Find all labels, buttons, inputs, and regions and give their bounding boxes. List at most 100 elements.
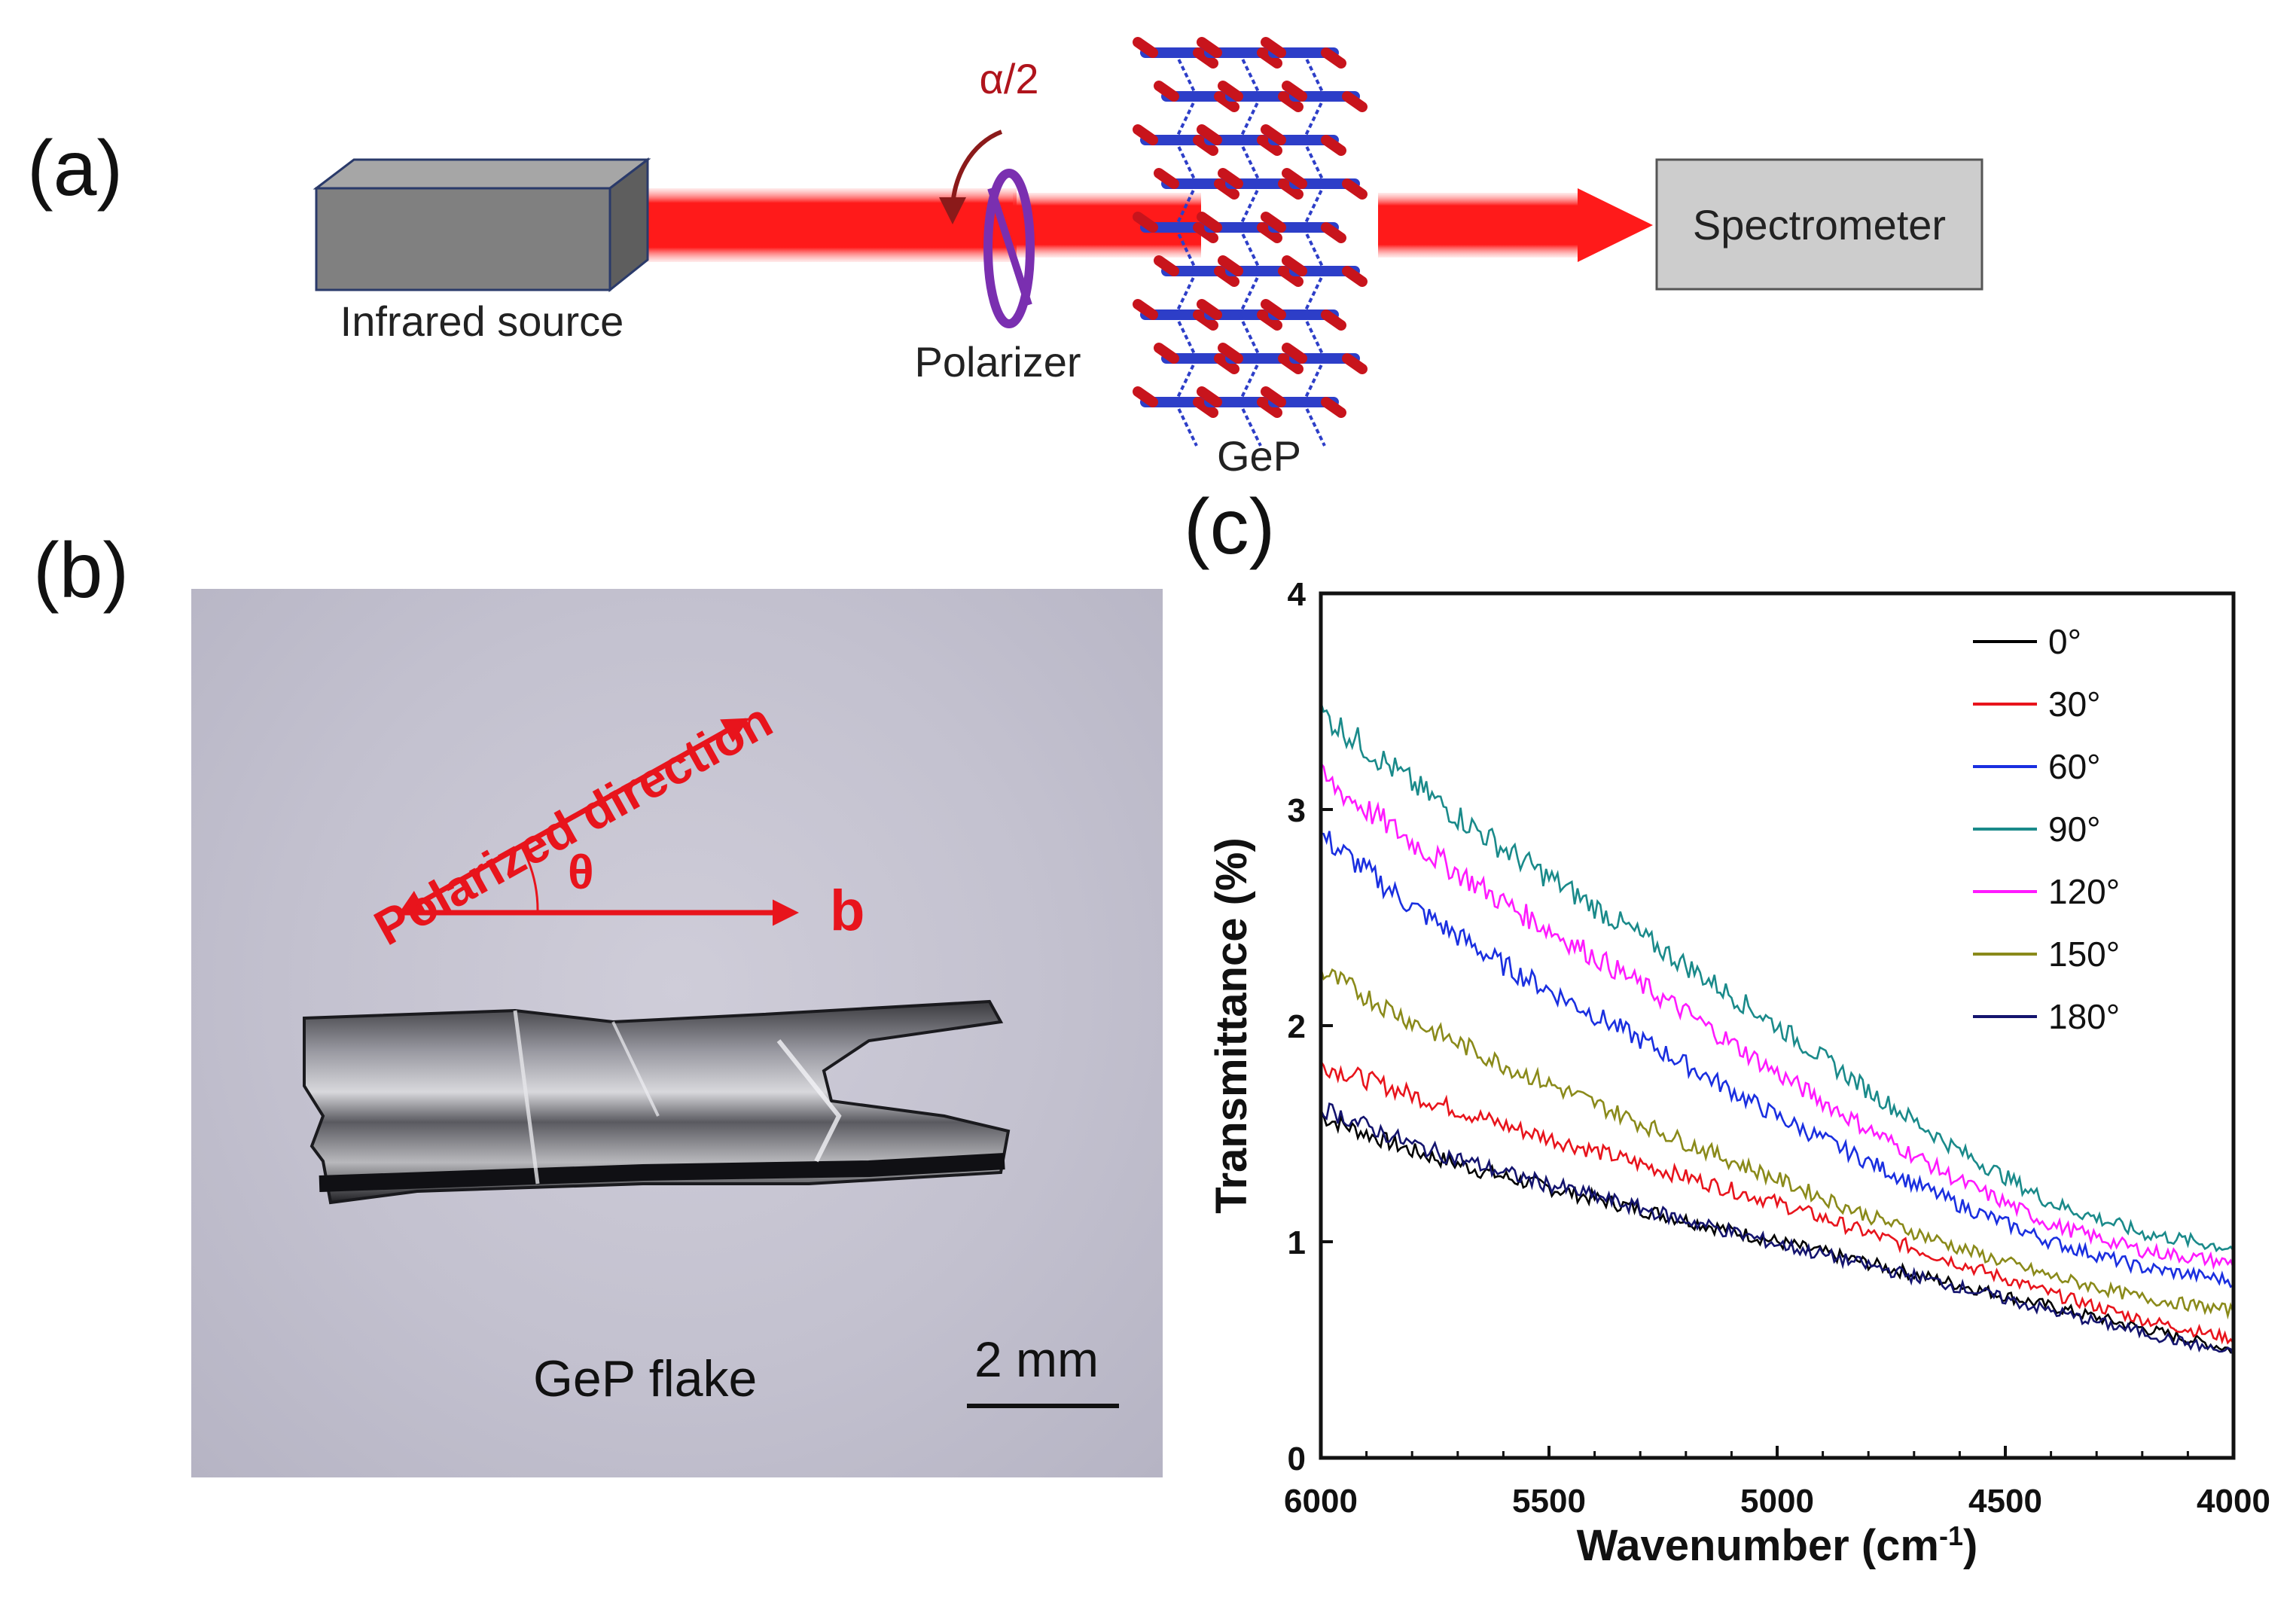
interlayer-link	[1174, 139, 1198, 184]
y-tick-label: 0	[1288, 1441, 1306, 1477]
p-atom-bond	[1278, 178, 1304, 200]
y-tick-label: 3	[1288, 792, 1306, 829]
legend-label: 60°	[2048, 747, 2101, 786]
interlayer-link	[1302, 183, 1326, 228]
interlayer-link	[1174, 52, 1198, 97]
p-atom-bond	[1193, 135, 1218, 156]
p-atom-bond	[1218, 168, 1243, 189]
p-atom-bond	[1278, 91, 1304, 112]
y-tick-label: 2	[1288, 1008, 1306, 1045]
p-atom-bond	[1257, 222, 1282, 243]
x-tick-label: 5000	[1740, 1483, 1814, 1520]
p-atom-bond	[1321, 47, 1346, 69]
x-tick-label: 4500	[1968, 1483, 2042, 1520]
legend-label: 120°	[2048, 872, 2120, 911]
x-axis-title: Wavenumber (cm-1)	[1577, 1520, 1978, 1571]
p-atom-bond	[1282, 255, 1307, 276]
interlayer-link	[1238, 270, 1262, 316]
series-line-6	[1319, 1102, 2235, 1357]
spectrometer-label: Spectrometer	[1693, 201, 1946, 248]
p-atom-bond	[1214, 91, 1239, 112]
interlayer-link	[1174, 183, 1198, 228]
p-atom-bond	[1257, 397, 1282, 418]
infrared-source-label: Infrared source	[340, 297, 624, 345]
series-line-5	[1319, 968, 2235, 1320]
p-atom-bond	[1197, 386, 1222, 407]
interlayer-link	[1174, 227, 1198, 272]
p-atom-bond	[1218, 255, 1243, 276]
polarized-direction-arrow	[397, 718, 750, 916]
p-atom-bond	[1133, 124, 1158, 145]
p-atom-bond	[1214, 266, 1239, 287]
setup-svg: Infrared source α/2 Polarizer GeP Spectr…	[313, 37, 1983, 480]
interlayer-link	[1238, 401, 1262, 447]
p-atom-bond	[1218, 343, 1243, 364]
theta-label: θ	[568, 845, 594, 899]
series-line-1	[1319, 1060, 2235, 1345]
interlayer-link	[1174, 270, 1198, 316]
p-atom-bond	[1218, 81, 1243, 102]
y-tick-label: 1	[1288, 1224, 1306, 1261]
legend-label: 150°	[2048, 935, 2120, 974]
p-atom-bond	[1197, 37, 1222, 58]
interlayer-link	[1302, 96, 1326, 141]
series-group	[1319, 702, 2235, 1357]
legend-label: 180°	[2048, 997, 2120, 1036]
polarized-direction-label: Polarized direction	[365, 691, 781, 956]
x-axis-title-main: Wavenumber (cm	[1577, 1521, 1939, 1570]
interlayer-link	[1238, 96, 1262, 141]
p-atom-bond	[1133, 386, 1158, 407]
p-atom-bond	[1342, 178, 1368, 200]
photo-svg: Polarized direction θ b	[303, 691, 1119, 1408]
polarizer-label: Polarizer	[915, 338, 1081, 386]
interlayer-link	[1238, 314, 1262, 359]
gep-label: GeP	[1217, 432, 1301, 480]
p-atom-bond	[1214, 178, 1239, 200]
theta-arc	[520, 845, 539, 913]
gep-flake	[303, 999, 1011, 1205]
beam-arrowhead	[1578, 188, 1653, 262]
p-atom-bond	[1342, 266, 1368, 287]
p-atom-bond	[1257, 309, 1282, 331]
scale-bar-label: 2 mm	[974, 1331, 1099, 1387]
beam-segment-1	[640, 188, 1017, 262]
interlayer-link	[1238, 52, 1262, 97]
p-atom-bond	[1278, 266, 1304, 287]
series-line-4	[1319, 762, 2235, 1270]
interlayer-link	[1238, 358, 1262, 403]
panel-a-label: (a)	[27, 125, 123, 212]
p-atom-bond	[1193, 222, 1218, 243]
p-atom-bond	[1133, 299, 1158, 320]
plot-area	[1321, 593, 2233, 1458]
interlayer-link	[1302, 227, 1326, 272]
p-atom-bond	[1282, 168, 1307, 189]
p-atom-bond	[1193, 309, 1218, 331]
p-atom-bond	[1278, 353, 1304, 374]
rotation-arrow	[939, 130, 1003, 224]
interlayer-link	[1238, 139, 1262, 184]
setup-diagram: Infrared source α/2 Polarizer GeP Spectr…	[0, 0, 2296, 497]
interlayer-link	[1302, 52, 1326, 97]
y-axis-title: Transmittance (%)	[1207, 837, 1256, 1214]
interlayer-link	[1174, 96, 1198, 141]
p-atom-bond	[1261, 299, 1286, 320]
p-atom-bond	[1197, 124, 1222, 145]
x-tick-label: 5500	[1512, 1483, 1586, 1520]
x-tick-label: 4000	[2197, 1483, 2270, 1520]
interlayer-link	[1174, 401, 1198, 447]
infrared-source-box	[313, 157, 651, 293]
p-atom-bond	[1214, 353, 1239, 374]
beam-segment-3	[1378, 193, 1581, 258]
flake-caption: GeP flake	[533, 1350, 758, 1407]
x-tick-label: 6000	[1284, 1483, 1358, 1520]
b-axis-label: b	[830, 879, 864, 943]
panel-c-label: (c)	[1184, 483, 1276, 571]
interlayer-link	[1302, 270, 1326, 316]
p-atom-bond	[1321, 222, 1346, 243]
p-atom-bond	[1193, 397, 1218, 418]
p-atom-bond	[1261, 386, 1286, 407]
p-atom-bond	[1133, 212, 1158, 233]
p-atom-bond	[1154, 168, 1179, 189]
